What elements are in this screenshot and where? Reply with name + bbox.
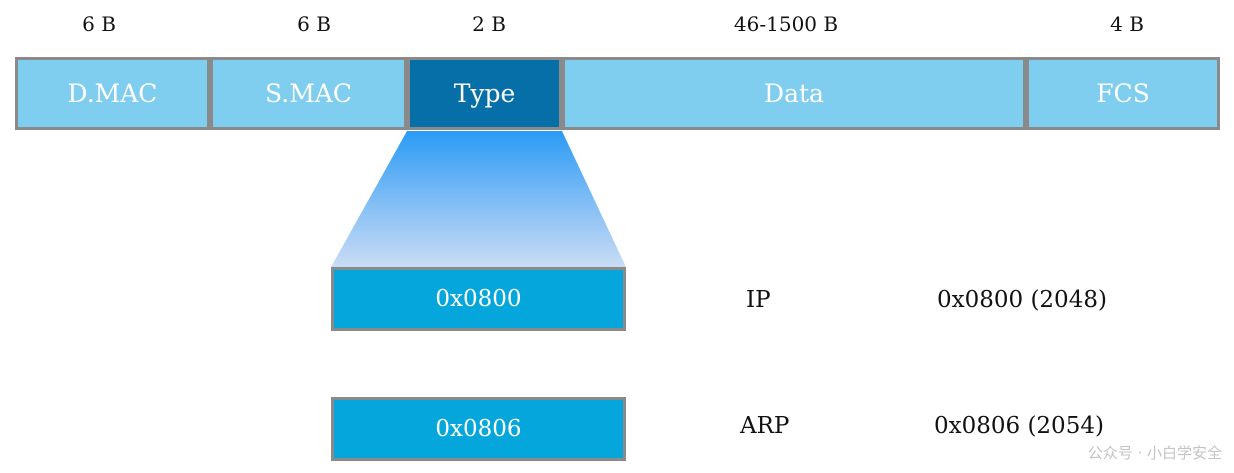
size-label-dmac: 6 B	[82, 12, 116, 36]
size-label-type: 2 B	[472, 12, 506, 36]
field-dmac-label: D.MAC	[67, 79, 158, 108]
size-label-smac: 6 B	[297, 12, 331, 36]
type-value-ip: 0x0800	[435, 286, 522, 312]
field-smac: S.MAC	[210, 57, 407, 130]
protocol-ip: IP	[746, 287, 771, 313]
field-fcs: FCS	[1026, 57, 1220, 130]
size-label-data: 46-1500 B	[733, 12, 839, 36]
hex-dec-arp: 0x0806 (2054)	[934, 413, 1104, 439]
field-type: Type	[407, 57, 562, 130]
field-data: Data	[562, 57, 1026, 130]
hex-dec-ip: 0x0800 (2048)	[937, 287, 1107, 313]
type-value-box-arp: 0x0806	[331, 397, 626, 461]
type-value-box-ip: 0x0800	[331, 267, 626, 331]
watermark: 公众号 · 小白学安全	[1087, 444, 1222, 462]
field-fcs-label: FCS	[1096, 79, 1150, 108]
size-label-fcs: 4 B	[1110, 12, 1144, 36]
field-smac-label: S.MAC	[265, 79, 352, 108]
type-value-arp: 0x0806	[435, 416, 522, 442]
field-data-label: Data	[764, 79, 824, 108]
field-dmac: D.MAC	[15, 57, 210, 130]
protocol-arp: ARP	[740, 413, 790, 439]
field-type-label: Type	[453, 79, 516, 108]
